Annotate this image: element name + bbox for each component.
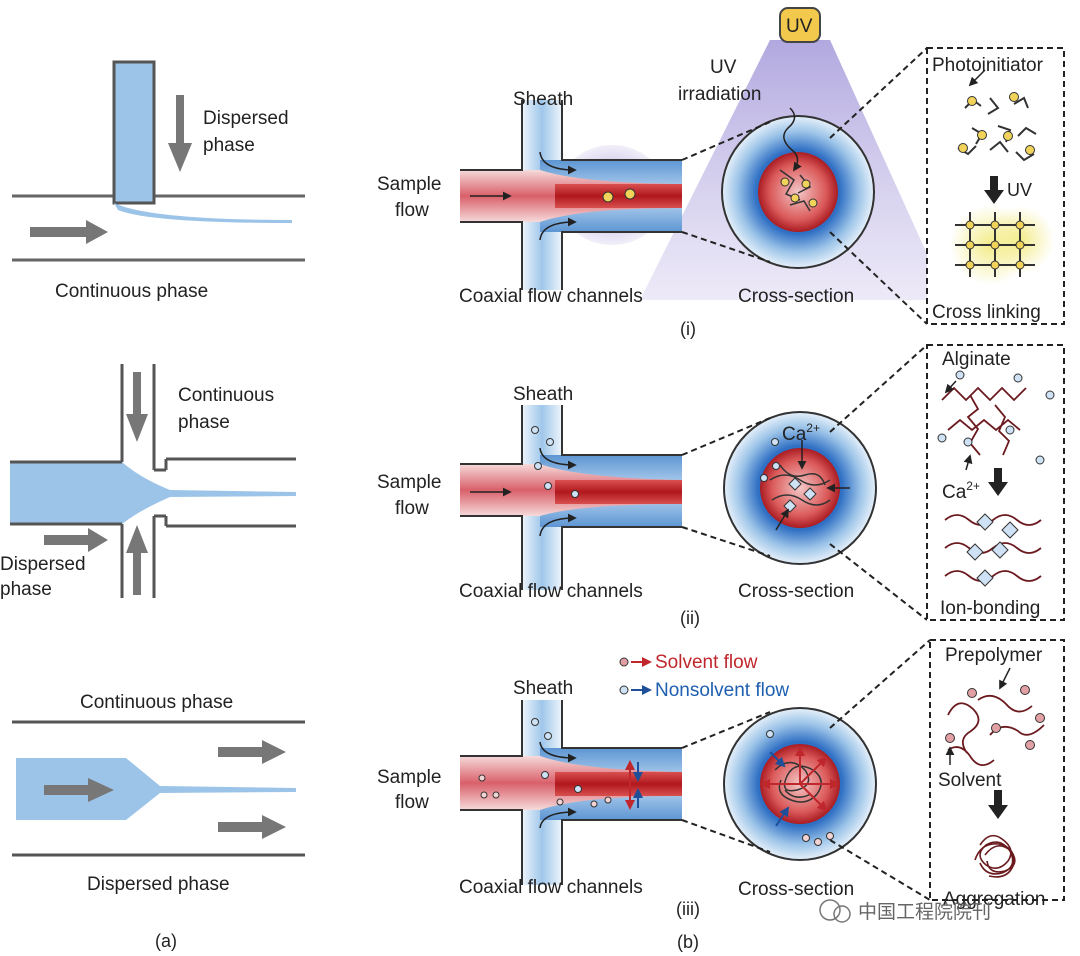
row-ii-label: (ii): [680, 608, 700, 628]
uv-lamp-label: UV: [786, 16, 813, 37]
row-iii-coaxial-label: Coaxial flow channels: [459, 877, 643, 898]
uv-irradiation-label: UV: [710, 57, 737, 78]
co-dispersed-label: Dispersed phase: [87, 874, 230, 895]
row-ii-cross-section: [723, 411, 877, 565]
row-iii-cross-label: Cross-section: [738, 879, 854, 900]
solvent-label: Solvent: [938, 770, 1002, 791]
watermark-text: 中国工程院院刊: [858, 901, 991, 923]
ff-dispersed-label-2: phase: [0, 579, 52, 600]
row-i-cross-section: [721, 107, 875, 269]
row-ii-coaxial-channel: [460, 405, 682, 590]
row-iii-sample-label-2: flow: [395, 792, 429, 813]
uv-lamp-icon: [779, 7, 821, 43]
cross-linking-label: Cross linking: [932, 302, 1041, 323]
panel-b-label: (b): [677, 932, 699, 952]
row-ii-coaxial-label: Coaxial flow channels: [459, 581, 643, 602]
row-iii-sheath-label: Sheath: [513, 678, 573, 699]
prepolymer-label: Prepolymer: [945, 645, 1043, 666]
ca-legend-label: Ca2+: [942, 479, 980, 503]
row-iii-label: (iii): [676, 899, 700, 919]
row-iii-coaxial-channel: [460, 700, 682, 885]
legend-nonsolvent-flow: Nonsolvent flow: [655, 680, 789, 701]
row-i-zoom-box: [926, 47, 1065, 325]
row-ii-sample-label-2: flow: [395, 498, 429, 519]
flow-focusing-diagram: Continuous phase Dispersed phase: [0, 364, 296, 600]
row-i-cross-label: Cross-section: [738, 286, 854, 307]
uv-irradiation-label-2: irradiation: [678, 84, 761, 105]
panel-a-label: (a): [155, 931, 177, 951]
t-continuous-label: Continuous phase: [55, 281, 208, 302]
row-i-sample-label: Sample: [377, 174, 441, 195]
t-dispersed-label-2: phase: [203, 135, 255, 156]
dispersed-flow-arrow: [168, 95, 192, 172]
ff-dispersed-label: Dispersed: [0, 554, 86, 575]
row-iii-legend: [619, 657, 652, 695]
photoinitiator-label: Photoinitiator: [932, 55, 1044, 76]
ff-continuous-label-2: phase: [178, 412, 230, 433]
uv-arrow-icon: [984, 176, 1004, 204]
t-junction-diagram: Dispersed phase Continuous phase: [12, 60, 305, 302]
uv-step-label: UV: [1007, 180, 1032, 200]
t-dispersed-label: Dispersed: [203, 108, 289, 129]
row-ii-cross-label: Cross-section: [738, 581, 854, 602]
row-iii-sample-label: Sample: [377, 767, 441, 788]
row-ii-sheath-label: Sheath: [513, 384, 573, 405]
co-flow-diagram: Continuous phase Dispersed phase: [12, 692, 305, 895]
ion-bonding-label: Ion-bonding: [940, 598, 1040, 619]
watermark: 中国工程院院刊: [819, 899, 991, 923]
row-iii-cross-section: [723, 707, 877, 861]
row-ii-sample-label: Sample: [377, 472, 441, 493]
row-i-label: (i): [680, 319, 696, 339]
row-i-coaxial-label: Coaxial flow channels: [459, 286, 643, 307]
ca-main-label: Ca2+: [782, 421, 820, 445]
aggregation-label: Aggregation: [943, 889, 1045, 910]
row-ii-zoom-box: [926, 344, 1065, 621]
alginate-label: Alginate: [942, 349, 1011, 370]
row-i-coaxial-channel: UV: [460, 7, 948, 300]
co-continuous-label: Continuous phase: [80, 692, 233, 713]
legend-solvent-flow: Solvent flow: [655, 652, 758, 673]
continuous-flow-arrow: [30, 220, 108, 244]
ff-continuous-label: Continuous: [178, 385, 274, 406]
row-i-sheath-label: Sheath: [513, 89, 573, 110]
row-i-sample-label-2: flow: [395, 200, 429, 221]
row-iii-zoom-box: [929, 639, 1065, 901]
wechat-icon: [819, 899, 841, 921]
